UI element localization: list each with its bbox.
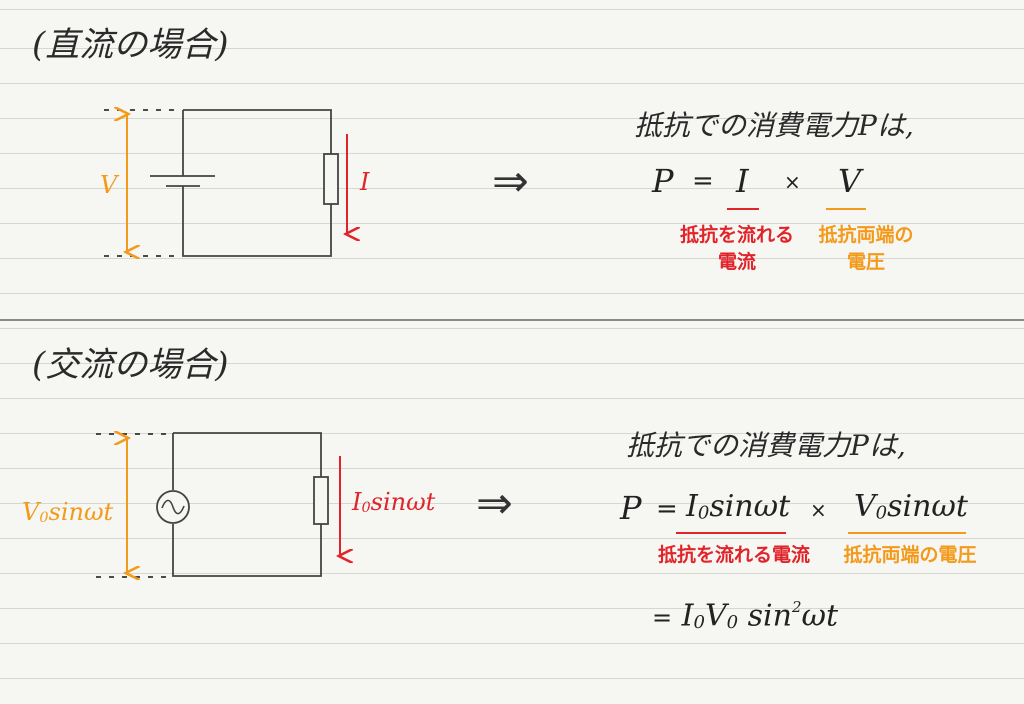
ac-voltage-label: V0sinωt bbox=[22, 498, 114, 527]
dc-eq-voltage: V bbox=[838, 162, 862, 200]
dc-eq-times: × bbox=[784, 170, 801, 194]
ac-resistor bbox=[313, 476, 329, 525]
dc-heading: 抵抗での消費電力Pは, bbox=[634, 109, 914, 142]
ac-source-wave-icon bbox=[161, 499, 185, 515]
dc-implies-arrow: ⇒ bbox=[492, 156, 529, 207]
ac-implies-arrow: ⇒ bbox=[476, 478, 513, 529]
ac-eq-result: = I0V0 sin2ωt bbox=[652, 598, 839, 634]
dc-voltage-label: V bbox=[100, 171, 118, 199]
ac-wire bbox=[172, 432, 322, 577]
dc-note-current: 抵抗を流れる 電流 bbox=[679, 224, 794, 273]
dc-eq-equals: = bbox=[692, 166, 714, 196]
ac-eq-voltage: V0sinωt bbox=[854, 489, 968, 524]
dc-eq-current: I bbox=[736, 162, 749, 200]
dc-wire bbox=[182, 109, 332, 257]
section-divider bbox=[0, 319, 1024, 321]
ac-note-current: 抵抗を流れる電流 bbox=[657, 544, 810, 566]
ac-voltage-underline bbox=[848, 532, 966, 534]
dc-title: (直流の場合) bbox=[32, 25, 229, 65]
ac-current-label: I0sinωt bbox=[352, 488, 436, 517]
ac-eq-times: × bbox=[810, 498, 827, 522]
dc-current-label: I bbox=[360, 168, 370, 196]
dc-eq-p: P bbox=[652, 162, 674, 200]
ac-heading: 抵抗での消費電力Pは, bbox=[626, 429, 906, 462]
ac-current-underline bbox=[676, 532, 786, 534]
dc-resistor bbox=[323, 153, 339, 205]
ac-note-voltage: 抵抗両端の電圧 bbox=[843, 544, 977, 566]
dc-current-underline bbox=[727, 208, 759, 210]
ac-eq-p: P bbox=[620, 489, 642, 527]
dc-voltage-underline bbox=[826, 208, 866, 210]
ac-title: (交流の場合) bbox=[32, 345, 229, 385]
ac-eq-equals: = bbox=[656, 494, 678, 524]
dc-note-voltage: 抵抗両端の 電圧 bbox=[818, 224, 914, 273]
ac-eq-current: I0sinωt bbox=[686, 489, 791, 524]
